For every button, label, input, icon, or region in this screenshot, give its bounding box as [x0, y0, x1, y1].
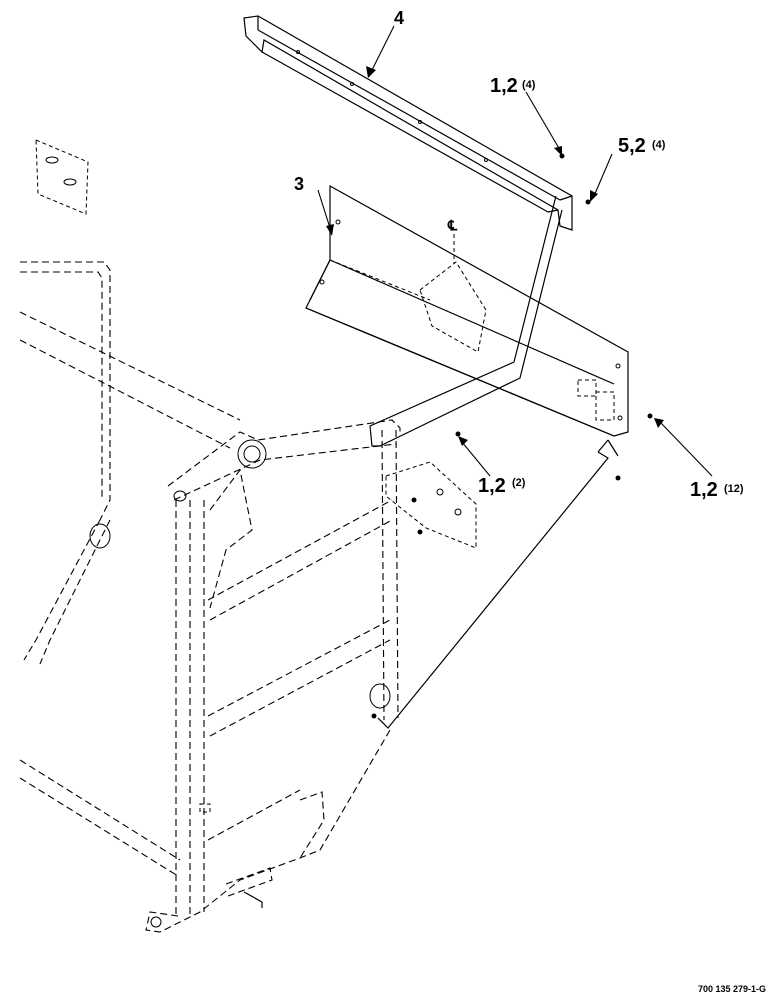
header-frame: [19, 261, 401, 933]
callout-1-2-right-qty: (12): [724, 483, 744, 495]
fasteners: [371, 153, 653, 719]
callout-3: 3: [294, 174, 304, 194]
callout-1-2-middle-label: 1,2: [478, 475, 506, 497]
callout-3-label: 3: [294, 174, 304, 194]
callout-1-2-middle: 1,2 (2): [478, 475, 526, 497]
callout-5-2: 5,2 (4): [618, 135, 666, 157]
diagonal-support-arm: [377, 439, 619, 729]
callout-4: 4: [394, 8, 404, 28]
callout-1-2-right: 1,2 (12): [690, 479, 744, 501]
leader-lines: [317, 25, 713, 477]
callout-1-2-top-label: 1,2: [490, 75, 518, 97]
callout-1-2-top: 1,2 (4): [490, 75, 536, 97]
callout-5-2-label: 5,2: [618, 135, 646, 157]
upper-left-plate: [35, 139, 89, 215]
mounting-plate: [385, 461, 477, 549]
part-3-shield-panel: [305, 184, 629, 437]
callout-5-2-qty: (4): [652, 139, 666, 151]
part-4-angle-bracket: [243, 15, 573, 231]
centerline-symbol: ℄: [447, 217, 458, 233]
callout-1-2-right-label: 1,2: [690, 479, 718, 501]
callout-4-label: 4: [394, 8, 404, 28]
callout-1-2-middle-qty: (2): [512, 477, 526, 489]
drawing-number: 700 135 279-1-G: [698, 984, 766, 994]
callout-1-2-top-qty: (4): [522, 79, 536, 91]
brace-strap: [369, 195, 563, 447]
